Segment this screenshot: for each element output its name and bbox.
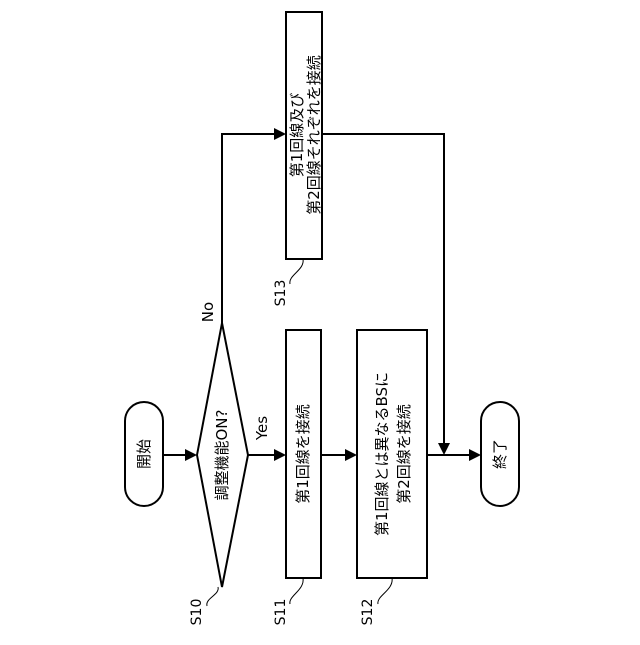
arrowhead <box>274 128 286 140</box>
leader-s10 <box>207 587 218 606</box>
step-label-s13: S13 <box>273 280 289 307</box>
arrowhead <box>274 449 286 461</box>
process-s12-label-line1: 第1回線とは異なるBSに <box>373 372 391 536</box>
arrowhead <box>469 449 481 461</box>
process-s13-label-line1: 第1回線及び <box>288 93 306 178</box>
arrowhead <box>345 449 357 461</box>
start-terminal: 開始 <box>125 402 163 506</box>
process-s13: 第1回線及び 第2回線それぞれを接続 <box>286 12 323 259</box>
branch-no-label: No <box>199 302 217 322</box>
arrowhead <box>185 449 197 461</box>
connector-no-s13 <box>222 134 275 323</box>
branch-yes-label: Yes <box>253 416 271 441</box>
step-label-s11: S11 <box>273 599 289 626</box>
process-s12: 第1回線とは異なるBSに 第2回線を接続 <box>357 330 427 578</box>
process-s13-label-line2: 第2回線それぞれを接続 <box>305 55 323 215</box>
decision-node: 調整機能ON? <box>197 323 248 587</box>
leader-s12 <box>378 578 392 604</box>
leader-s11 <box>290 578 303 604</box>
process-s11: 第1回線を接続 <box>286 330 321 578</box>
start-label: 開始 <box>135 439 153 469</box>
step-label-s12: S12 <box>360 599 376 626</box>
process-s12-label-line2: 第2回線を接続 <box>395 404 413 504</box>
end-label: 終了 <box>491 439 509 469</box>
process-s11-label: 第1回線を接続 <box>294 404 312 504</box>
process-s12-box <box>357 330 427 578</box>
decision-label: 調整機能ON? <box>213 410 231 501</box>
end-terminal: 終了 <box>481 402 519 506</box>
arrowhead <box>438 443 450 455</box>
step-label-s10: S10 <box>189 599 205 626</box>
leader-s13 <box>290 259 303 284</box>
